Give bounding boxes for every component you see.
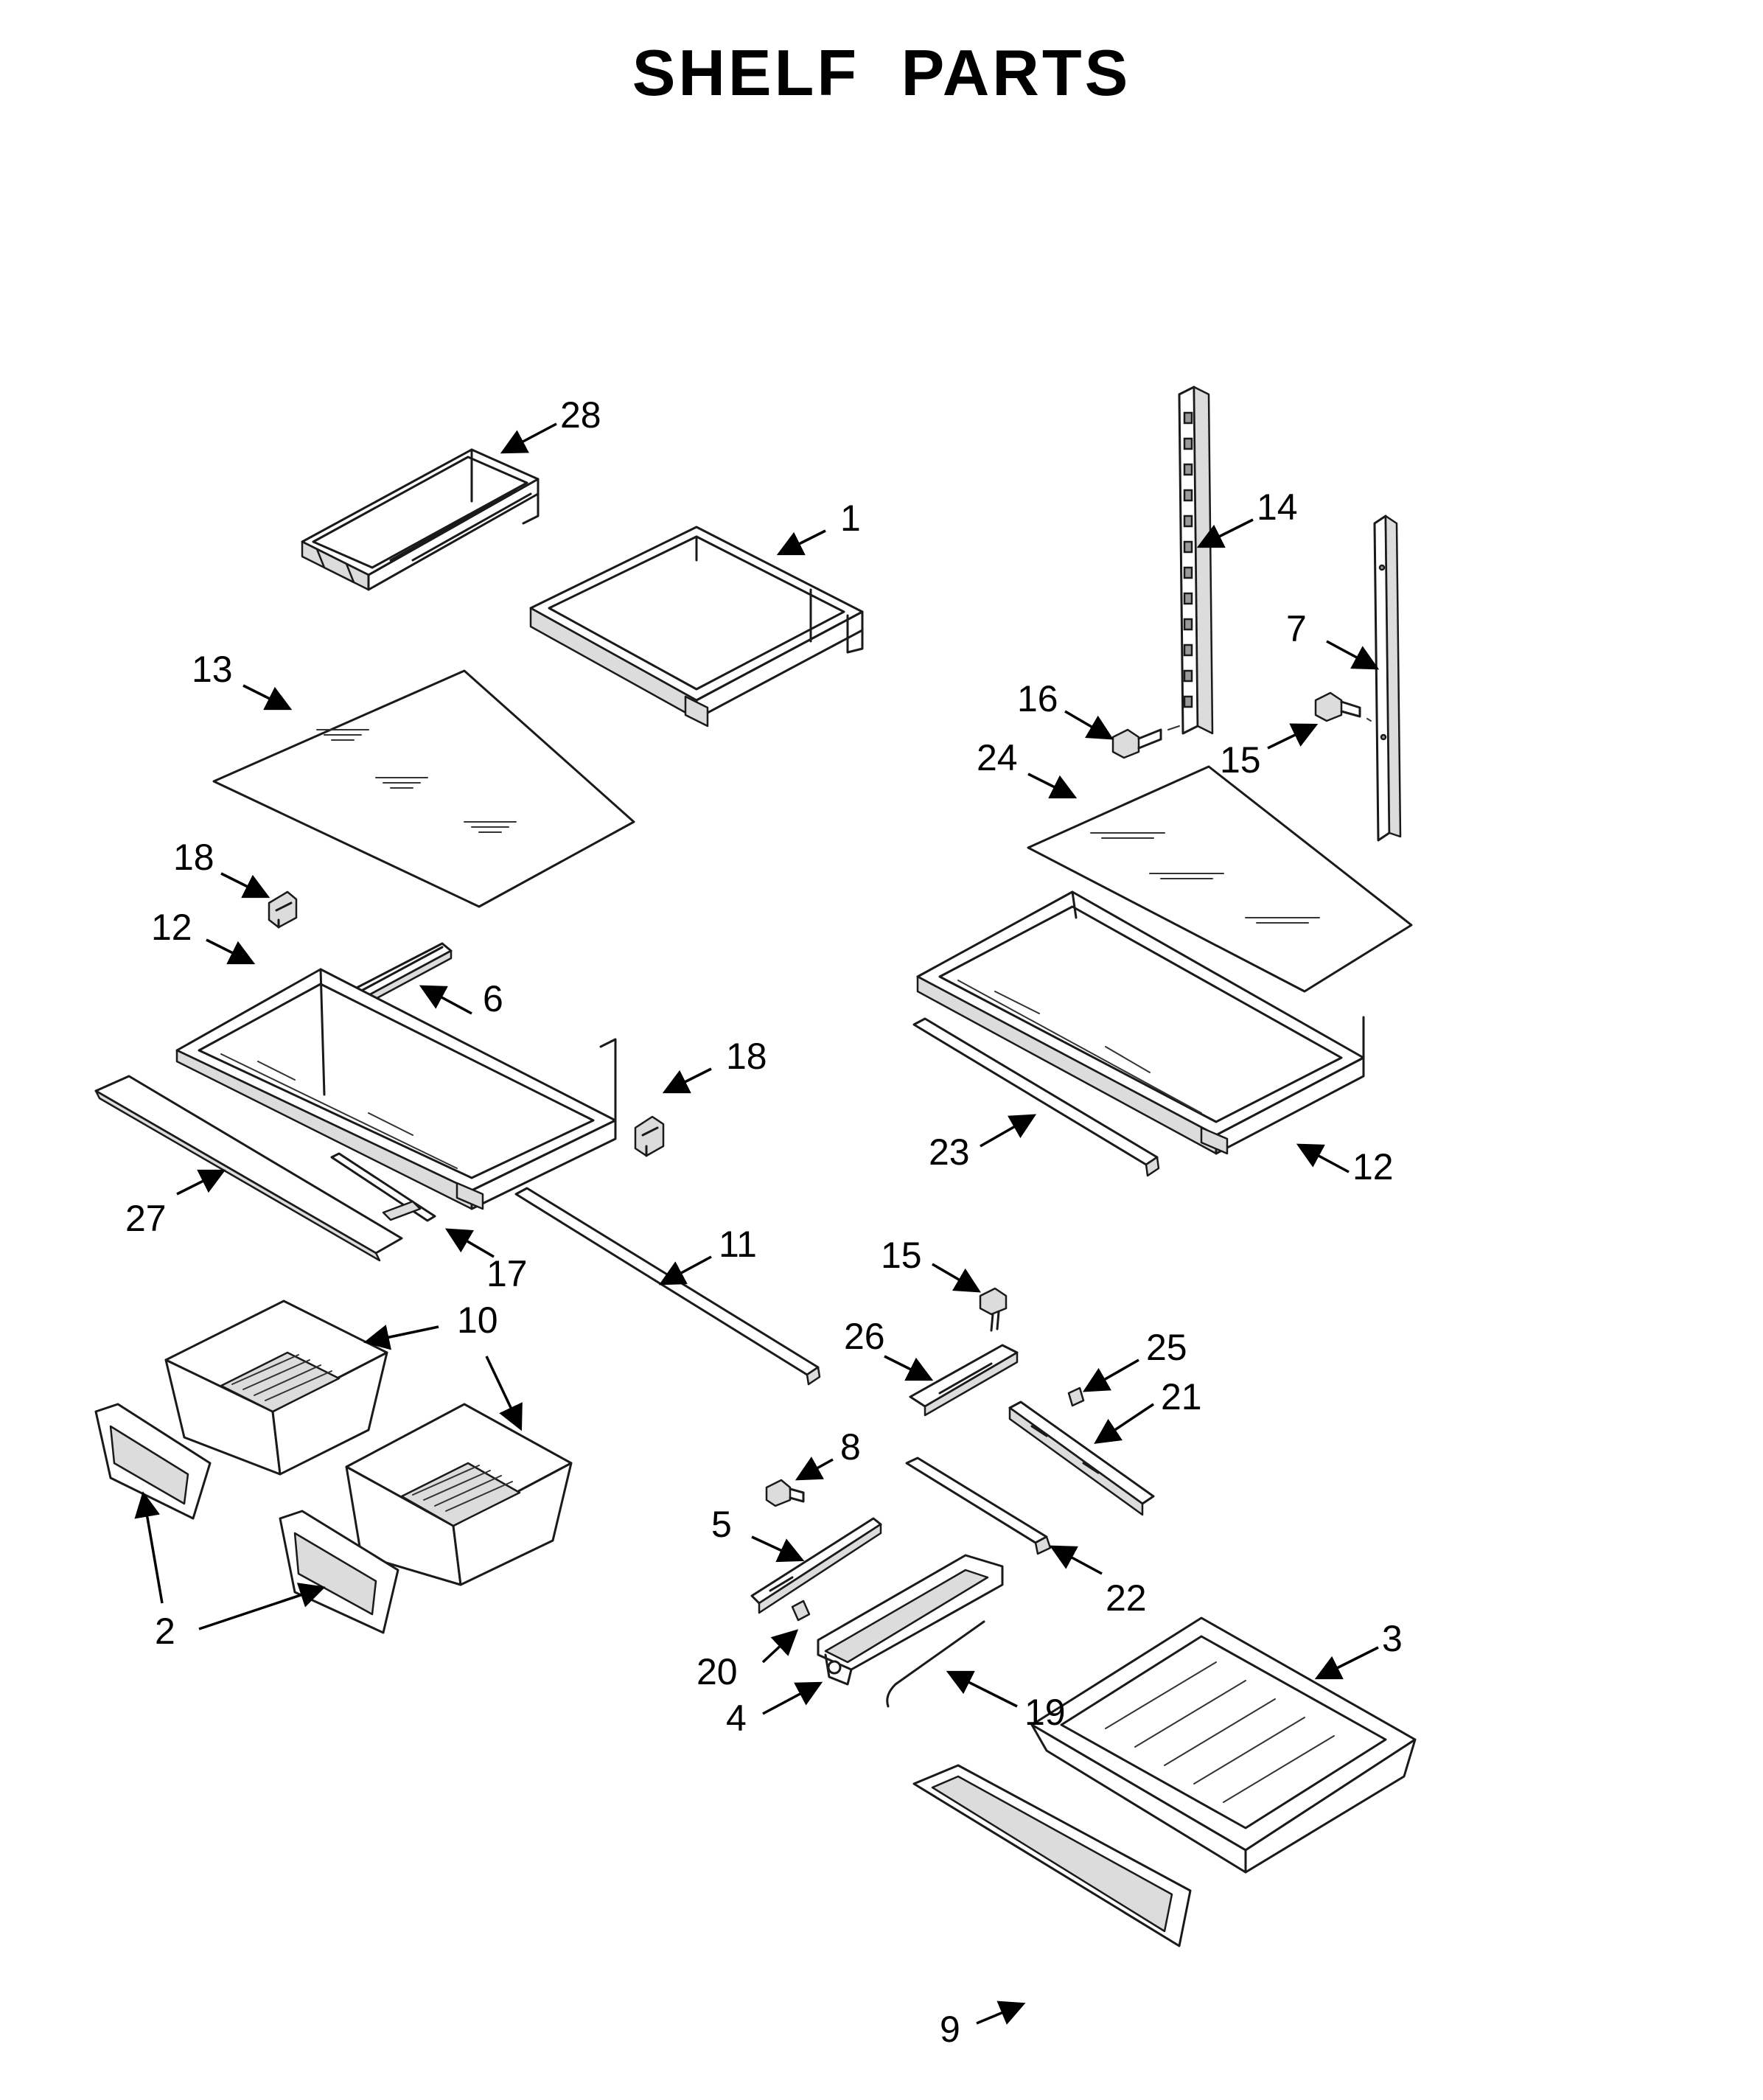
callout-6: 6 [483, 978, 503, 1019]
callout-19: 19 [1024, 1692, 1066, 1733]
callout-2: 2 [155, 1611, 175, 1652]
callout-15-upper: 15 [1220, 739, 1261, 781]
part-21-rail [1008, 1400, 1155, 1516]
callout-24: 24 [977, 737, 1018, 778]
part-17-slide [330, 1152, 436, 1222]
callout-28: 28 [560, 394, 601, 436]
part-26-bracket [909, 1344, 1019, 1417]
callout-26: 26 [844, 1316, 885, 1357]
callout-1: 1 [840, 498, 861, 539]
callout-7: 7 [1286, 608, 1307, 649]
part-20-clip [791, 1600, 811, 1622]
callout-11: 11 [719, 1224, 757, 1265]
part-13-glass-shelf [212, 669, 635, 908]
callout-18-lower: 18 [726, 1036, 767, 1077]
callout-12-right: 12 [1352, 1146, 1394, 1187]
part-15-screw-lower [979, 1287, 1008, 1332]
part-18-bumper-lower [634, 1115, 665, 1157]
part-22-rail [905, 1457, 1052, 1555]
part-14-shelf-ladder [1178, 386, 1214, 735]
callout-27: 27 [125, 1198, 167, 1239]
part-1-shelf-frame [529, 526, 864, 728]
part-8-screw [765, 1479, 805, 1507]
callout-3: 3 [1382, 1618, 1403, 1659]
callout-21: 21 [1161, 1376, 1202, 1417]
callout-15-lower: 15 [881, 1235, 922, 1276]
callout-5: 5 [711, 1504, 732, 1545]
callout-arrows [134, 422, 1380, 2025]
part-18-bumper-upper [268, 890, 298, 929]
part-4-slide-housing [817, 1554, 1004, 1686]
part-7-trim [1373, 514, 1402, 842]
callout-18-upper: 18 [173, 837, 214, 878]
part-9-deli-drawer-front [912, 1764, 1192, 1947]
page-title: SHELF PARTS [632, 36, 1131, 109]
callout-20: 20 [697, 1651, 738, 1692]
callout-16: 16 [1017, 678, 1058, 719]
part-15-screw-upper [1314, 691, 1372, 722]
part-24-glass-shelf [1027, 765, 1413, 993]
part-2-drawer-front-left [94, 1403, 212, 1520]
part-2-drawer-front-right [279, 1510, 399, 1634]
part-12-shelf-frame-left [175, 968, 617, 1210]
callout-9: 9 [940, 2009, 960, 2050]
callout-4: 4 [726, 1698, 747, 1739]
part-19-spring-wire [886, 1620, 985, 1708]
callout-12-left: 12 [151, 907, 192, 948]
part-11-long-rail [514, 1187, 821, 1386]
part-28-tray [301, 448, 540, 591]
part-27-trim-strip [94, 1075, 403, 1262]
part-12-shelf-frame-right [916, 890, 1365, 1155]
part-10-crisper-drawer-left [164, 1300, 388, 1476]
callout-14: 14 [1257, 486, 1298, 528]
callout-10: 10 [457, 1300, 498, 1341]
callout-8: 8 [840, 1426, 861, 1468]
callout-labels: 28 1 14 7 13 16 15 24 18 12 6 18 23 12 2… [125, 394, 1403, 2050]
part-25-clip [1067, 1386, 1085, 1407]
part-16-screw [1111, 725, 1180, 759]
part-3-deli-drawer [1030, 1616, 1417, 1874]
callout-13: 13 [192, 649, 233, 690]
callout-17: 17 [486, 1253, 528, 1294]
callout-25: 25 [1146, 1327, 1187, 1368]
part-5-slide [750, 1517, 882, 1614]
callout-22: 22 [1106, 1577, 1147, 1619]
part-23-trim-strip [912, 1017, 1160, 1177]
part-10-crisper-drawer-right [345, 1403, 573, 1586]
callout-23: 23 [929, 1131, 970, 1173]
